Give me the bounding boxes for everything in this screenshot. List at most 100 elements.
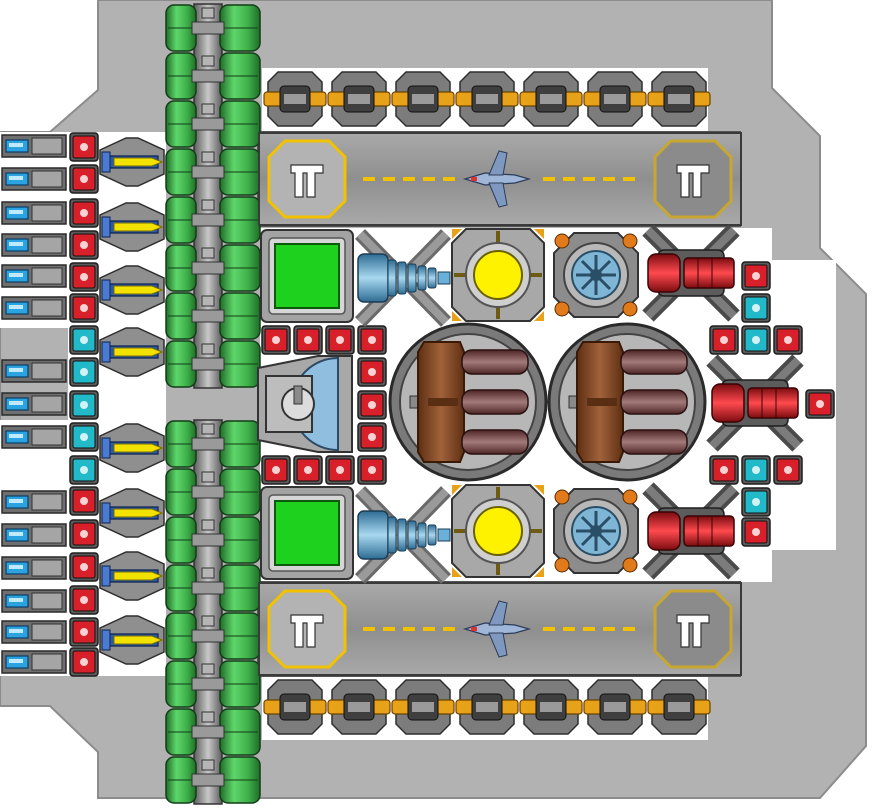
cyan-connector-icon[interactable] [741,325,771,355]
thruster-icon[interactable] [1,359,67,383]
turret-icon[interactable] [583,679,647,735]
red-connector-icon[interactable] [261,455,291,485]
red-connector-icon[interactable] [325,325,355,355]
red-connector-icon[interactable] [773,455,803,485]
missile-pod-icon[interactable] [99,137,165,187]
turret-icon[interactable] [647,71,711,127]
thruster-icon[interactable] [1,556,67,580]
red-connector-icon[interactable] [69,262,99,292]
cyan-connector-icon[interactable] [69,325,99,355]
red-connector-icon[interactable] [357,357,387,387]
missile-pod-icon[interactable] [99,202,165,252]
missile-pod-icon[interactable] [99,615,165,665]
heavy-gun-icon[interactable] [642,482,740,580]
cyan-connector-icon[interactable] [69,455,99,485]
turret-icon[interactable] [391,679,455,735]
landing-pad-icon [653,589,733,669]
turret-icon[interactable] [519,679,583,735]
cyan-connector-icon[interactable] [69,422,99,452]
missile-pod-icon[interactable] [99,423,165,473]
plasma-cannon-icon[interactable] [354,229,452,327]
red-connector-icon[interactable] [741,261,771,291]
red-connector-icon[interactable] [69,198,99,228]
turret-icon[interactable] [327,679,391,735]
turret-icon[interactable] [583,71,647,127]
red-connector-icon[interactable] [357,325,387,355]
thruster-icon[interactable] [1,167,67,191]
machine-rows [257,224,740,584]
cyan-connector-icon[interactable] [741,293,771,323]
turret-icon[interactable] [455,679,519,735]
red-connector-icon[interactable] [805,389,835,419]
red-connector-icon[interactable] [357,390,387,420]
right-gun-cluster [706,261,835,547]
red-connector-icon[interactable] [741,517,771,547]
red-connector-icon[interactable] [69,164,99,194]
turret-icon[interactable] [647,679,711,735]
red-connector-icon[interactable] [69,486,99,516]
cyan-connector-icon[interactable] [69,357,99,387]
launch-bay-icon[interactable] [388,322,548,482]
power-cell-icon[interactable] [260,229,354,323]
turret-icon[interactable] [327,71,391,127]
thruster-icon[interactable] [1,233,67,257]
cyan-connector-icon[interactable] [741,455,771,485]
heavy-gun-icon[interactable] [642,224,740,322]
radar-dome-icon[interactable] [257,355,353,453]
red-connector-icon[interactable] [357,455,387,485]
reactor-icon[interactable] [451,484,545,578]
fighter-icon[interactable] [462,150,532,208]
turret-icon[interactable] [263,71,327,127]
launch-bay-icon[interactable] [547,322,707,482]
heavy-gun-icon[interactable] [706,354,804,452]
red-connector-icon[interactable] [69,647,99,677]
turret-icon[interactable] [263,679,327,735]
red-connector-icon[interactable] [69,132,99,162]
fighter-icon[interactable] [462,600,532,658]
turret-icon[interactable] [391,71,455,127]
thruster-icon[interactable] [1,490,67,514]
red-connector-icon[interactable] [709,455,739,485]
turret-rows [263,71,711,735]
thruster-icon[interactable] [1,392,67,416]
missile-pod-icon[interactable] [99,327,165,377]
red-connector-icon[interactable] [69,519,99,549]
red-connector-icon[interactable] [773,325,803,355]
power-cell-icon[interactable] [260,486,354,580]
missile-pod-icon[interactable] [99,265,165,315]
red-connector-icon[interactable] [69,293,99,323]
thruster-icon[interactable] [1,201,67,225]
red-connector-icon[interactable] [69,552,99,582]
cyan-connector-icon[interactable] [741,487,771,517]
turret-icon[interactable] [455,71,519,127]
plasma-cannon-icon[interactable] [354,486,452,584]
red-connector-icon[interactable] [69,585,99,615]
red-connector-icon[interactable] [357,422,387,452]
reactor-icon[interactable] [451,228,545,322]
red-connector-icon[interactable] [293,455,323,485]
hangar-icon [258,132,742,226]
landing-pad-icon [267,139,347,219]
turret-icon[interactable] [519,71,583,127]
shield-emitter-icon[interactable] [553,232,639,318]
missile-pod-icon[interactable] [99,488,165,538]
thruster-icon[interactable] [1,650,67,674]
thruster-icon[interactable] [1,134,67,158]
thruster-icon[interactable] [1,620,67,644]
red-connector-icon[interactable] [69,230,99,260]
thruster-icon[interactable] [1,523,67,547]
thruster-icon[interactable] [1,296,67,320]
cyan-connector-icon[interactable] [69,390,99,420]
shield-emitter-icon[interactable] [553,488,639,574]
red-connector-icon[interactable] [293,325,323,355]
red-connector-icon[interactable] [709,325,739,355]
red-connector-icon[interactable] [261,325,291,355]
thruster-icon[interactable] [1,425,67,449]
red-connector-icon[interactable] [325,455,355,485]
thruster-icon[interactable] [1,589,67,613]
red-connector-icon[interactable] [69,617,99,647]
thruster-icon[interactable] [1,264,67,288]
missile-pod-icon[interactable] [99,551,165,601]
